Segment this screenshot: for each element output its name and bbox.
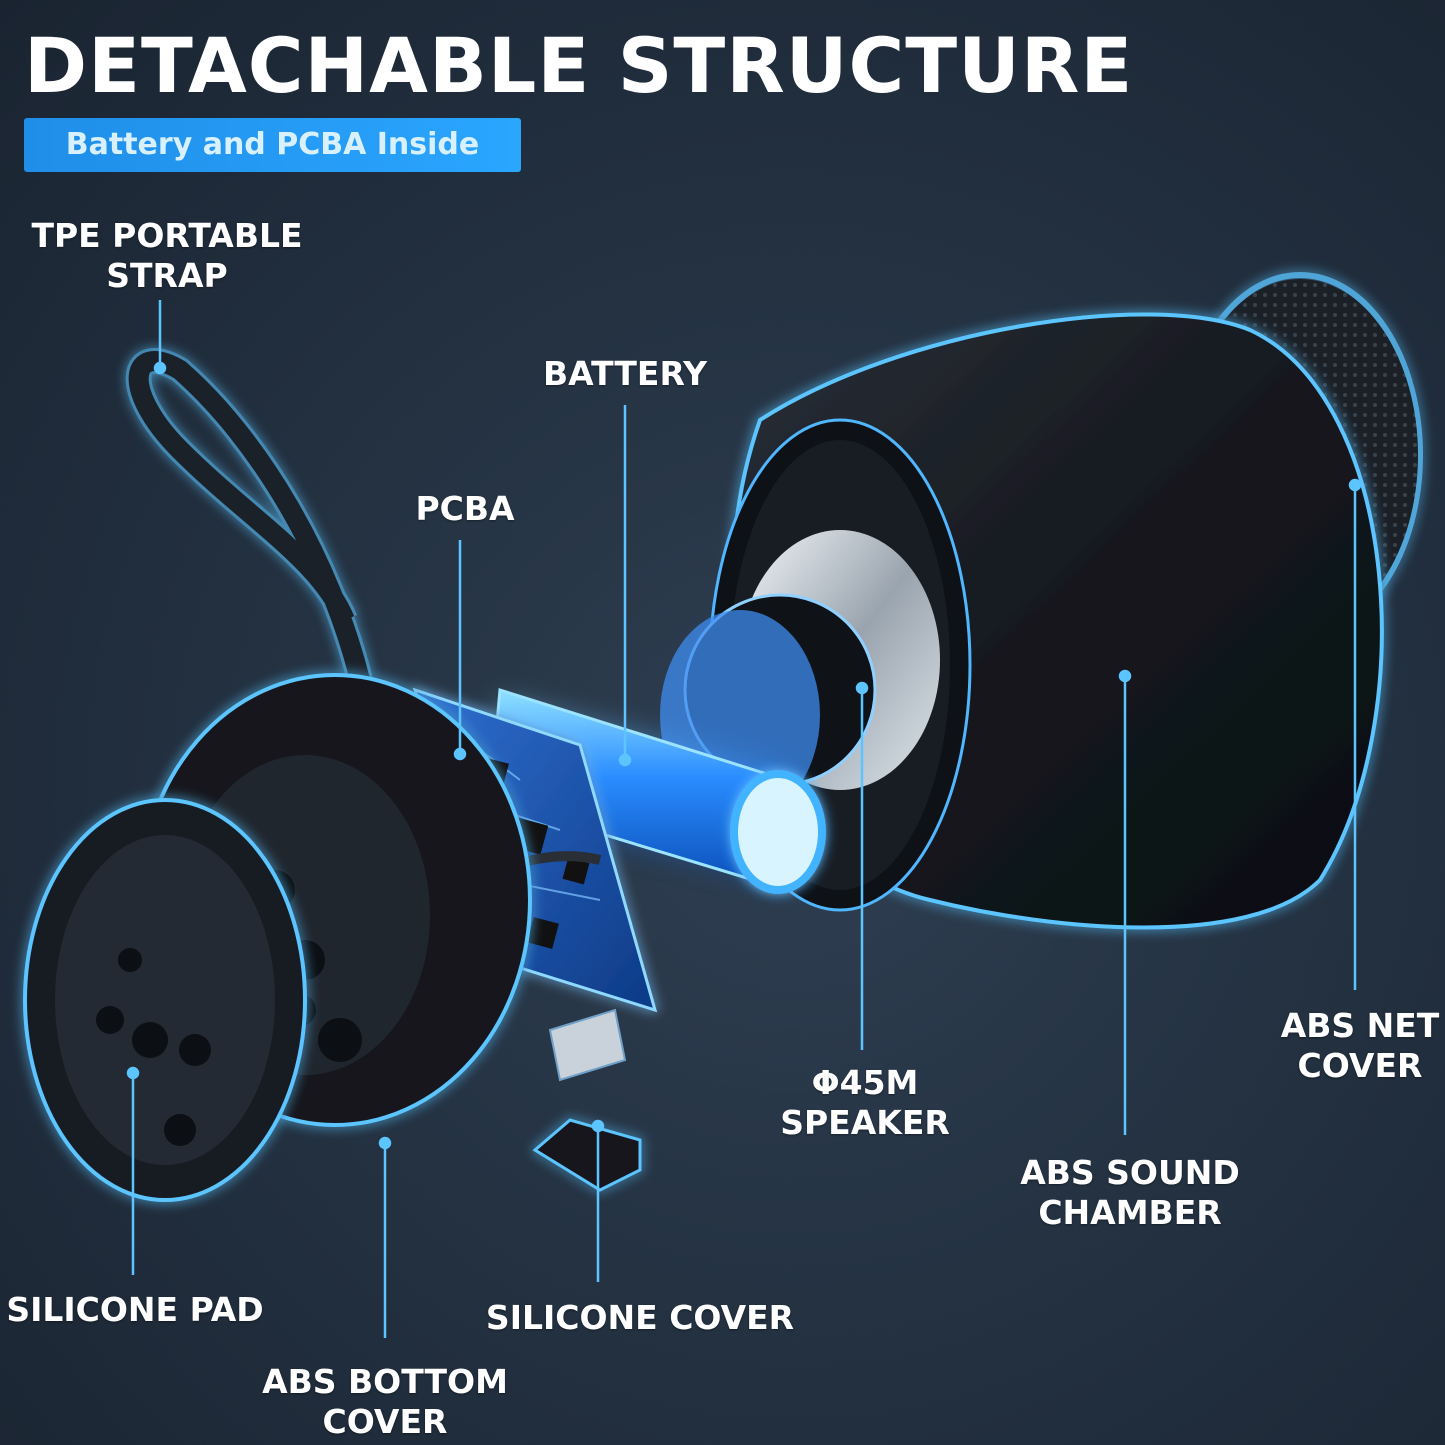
label-abs-net-cover-line2: COVER <box>1297 1046 1423 1085</box>
label-speaker-line1: Φ45M <box>811 1063 919 1102</box>
label-abs-sound-chamber-line2: CHAMBER <box>1038 1193 1222 1232</box>
label-tpe-strap-line2: STRAP <box>106 256 228 295</box>
label-pcba: PCBA <box>415 489 515 528</box>
silicone-cover-part <box>532 1118 642 1192</box>
label-abs-net-cover-line1: ABS NET <box>1280 1006 1440 1045</box>
label-speaker: Φ45M SPEAKER <box>760 1063 970 1143</box>
label-tpe-strap-line1: TPE PORTABLE <box>31 216 303 255</box>
usb-connector-part <box>548 1008 627 1082</box>
page-title: DETACHABLE STRUCTURE <box>24 21 1134 110</box>
tpe-strap-part <box>125 348 373 684</box>
label-abs-bottom-cover: ABS BOTTOM COVER <box>250 1362 520 1442</box>
label-battery: BATTERY <box>543 354 707 393</box>
label-abs-bottom-cover-line2: COVER <box>322 1402 448 1441</box>
label-silicone-pad: SILICONE PAD <box>6 1290 264 1329</box>
label-abs-sound-chamber-line1: ABS SOUND <box>1020 1153 1240 1192</box>
silicone-pad-part <box>23 798 307 1202</box>
label-tpe-strap: TPE PORTABLE STRAP <box>22 216 312 296</box>
label-abs-net-cover: ABS NET COVER <box>1270 1006 1445 1086</box>
label-silicone-cover: SILICONE COVER <box>485 1298 795 1337</box>
label-abs-sound-chamber: ABS SOUND CHAMBER <box>1010 1153 1250 1233</box>
label-speaker-line2: SPEAKER <box>780 1103 950 1142</box>
leader-lines <box>126 300 1362 1338</box>
label-abs-bottom-cover-line1: ABS BOTTOM <box>262 1362 508 1401</box>
subtitle-badge: Battery and PCBA Inside <box>24 118 521 172</box>
